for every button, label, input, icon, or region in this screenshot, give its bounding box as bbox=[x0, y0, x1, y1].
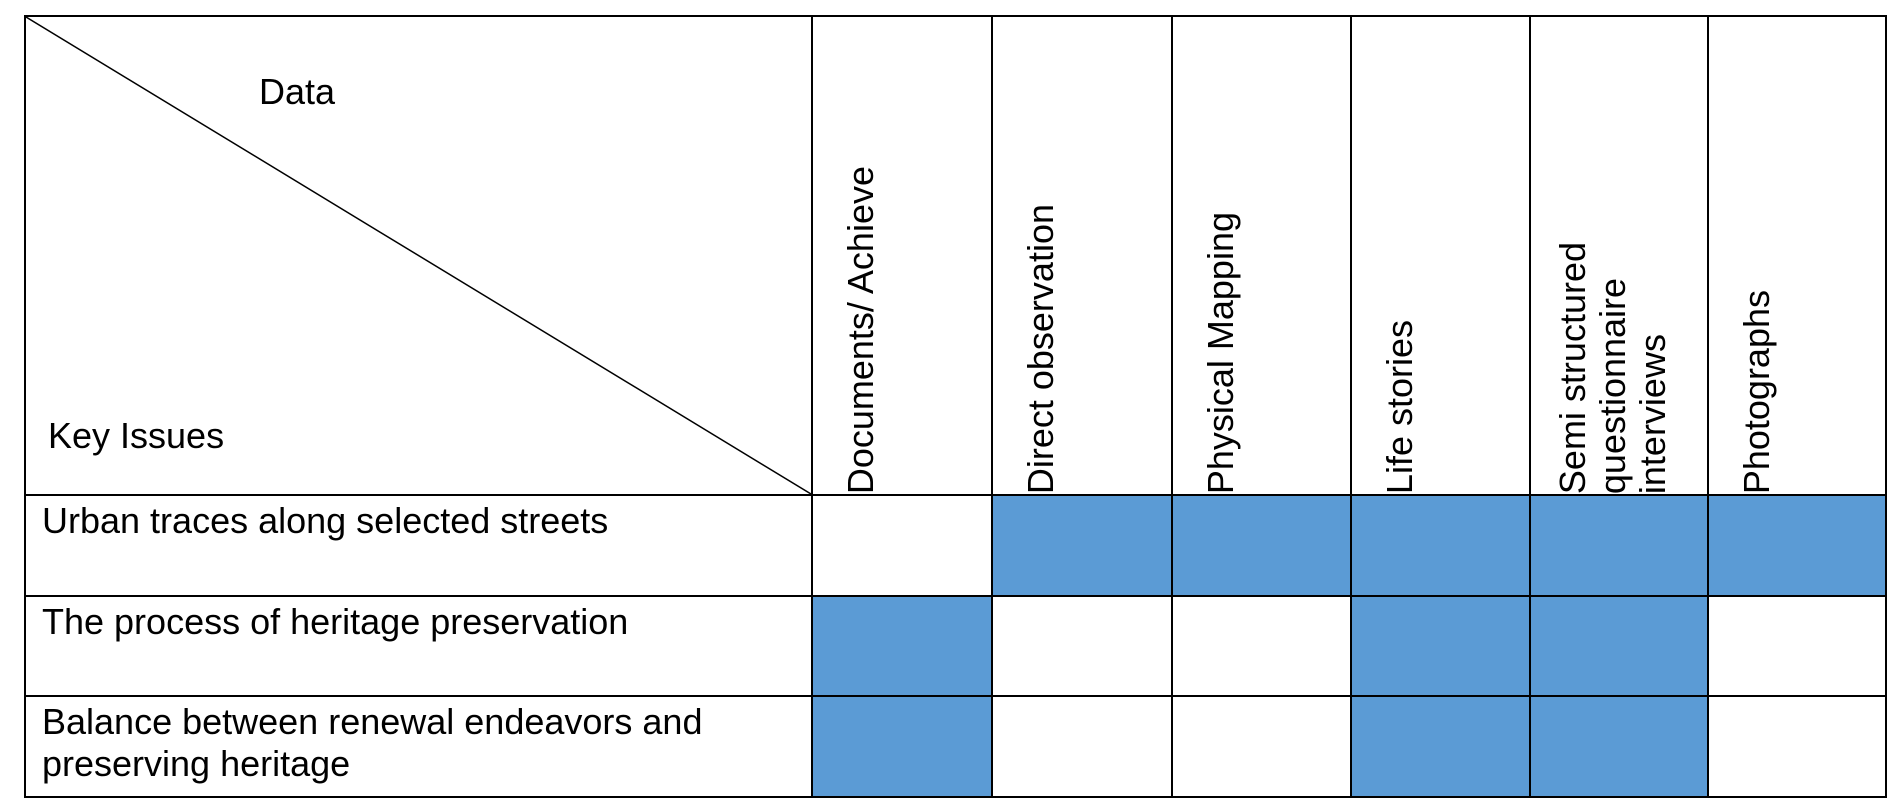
column-header: Documents/ Achieve bbox=[811, 15, 993, 496]
matrix-cell-filled bbox=[1350, 494, 1531, 597]
data-key-issues-matrix: Data Key Issues Documents/ Achieve Direc… bbox=[24, 15, 1887, 798]
matrix-cell-filled bbox=[1350, 695, 1531, 798]
table-row: Urban traces along selected streets bbox=[24, 494, 1887, 597]
column-header: Direct observation bbox=[991, 15, 1173, 496]
corner-cell: Data Key Issues bbox=[24, 15, 813, 496]
matrix-cell bbox=[1171, 595, 1352, 697]
column-header: Life stories bbox=[1350, 15, 1531, 496]
column-header: Physical Mapping bbox=[1171, 15, 1352, 496]
matrix-cell-filled bbox=[1707, 494, 1887, 597]
row-label: Urban traces along selected streets bbox=[24, 494, 813, 597]
matrix-cell bbox=[1171, 695, 1352, 798]
matrix-cell bbox=[991, 595, 1173, 697]
column-header-label: Documents/ Achieve bbox=[840, 165, 881, 494]
matrix-cell bbox=[1707, 595, 1887, 697]
column-header-label: Photographs bbox=[1736, 289, 1777, 494]
table-row: The process of heritage preservation bbox=[24, 595, 1887, 697]
matrix-cell-filled bbox=[811, 695, 993, 798]
matrix-cell-filled bbox=[811, 595, 993, 697]
matrix-cell-filled bbox=[1529, 494, 1709, 597]
column-header-label: Physical Mapping bbox=[1200, 211, 1241, 494]
diagonal-divider bbox=[26, 17, 811, 494]
table-row: Balance between renewal endeavors and pr… bbox=[24, 695, 1887, 798]
corner-label-key-issues: Key Issues bbox=[48, 415, 225, 456]
matrix-cell-filled bbox=[1171, 494, 1352, 597]
matrix-cell-filled bbox=[991, 494, 1173, 597]
row-label: The process of heritage preservation bbox=[24, 595, 813, 697]
matrix-cell-filled bbox=[1529, 695, 1709, 798]
column-header-label: Direct observation bbox=[1020, 203, 1061, 494]
matrix-cell bbox=[1707, 695, 1887, 798]
corner-label-data: Data bbox=[259, 71, 336, 112]
column-header-label: Semi structured questionnaire interviews bbox=[1552, 241, 1673, 494]
matrix-cell-filled bbox=[1350, 595, 1531, 697]
column-header-label: Life stories bbox=[1379, 319, 1420, 494]
matrix-cell bbox=[811, 494, 993, 597]
row-label: Balance between renewal endeavors and pr… bbox=[24, 695, 813, 798]
column-header: Semi structured questionnaire interviews bbox=[1529, 15, 1709, 496]
header-row: Data Key Issues Documents/ Achieve Direc… bbox=[24, 15, 1887, 496]
matrix-cell-filled bbox=[1529, 595, 1709, 697]
matrix-cell bbox=[991, 695, 1173, 798]
column-header: Photographs bbox=[1707, 15, 1887, 496]
